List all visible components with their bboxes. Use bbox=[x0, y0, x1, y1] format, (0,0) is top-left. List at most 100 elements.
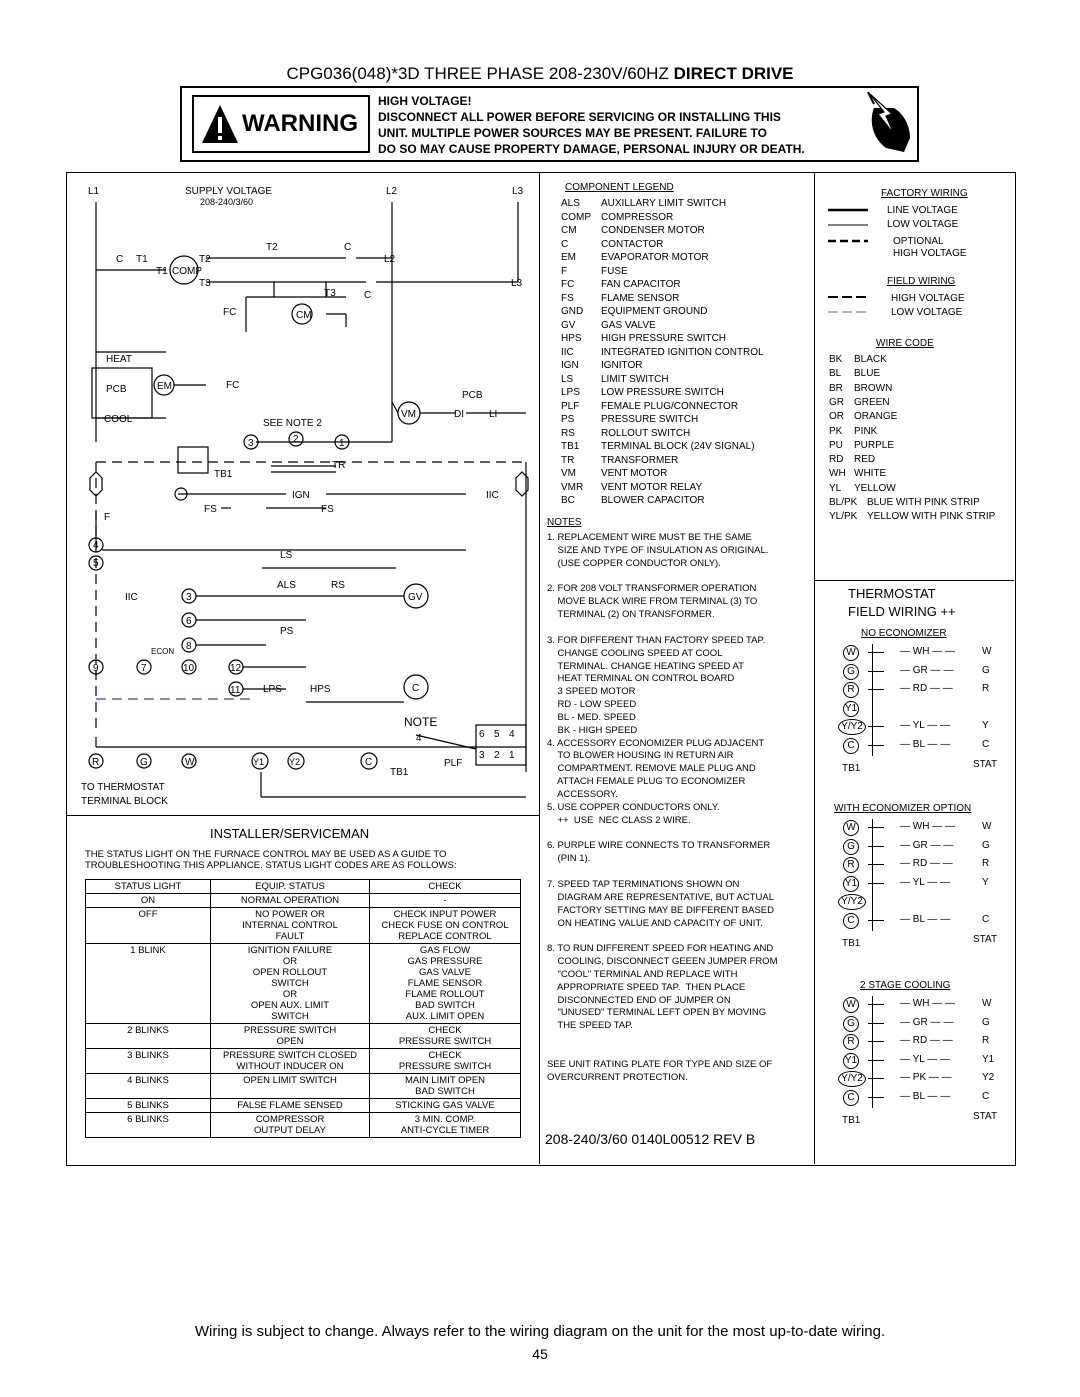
legend-code: ALS bbox=[561, 198, 580, 209]
schematic-label: TR bbox=[332, 460, 345, 471]
thermostat-terminal: Y/Y2 bbox=[838, 894, 866, 910]
terminal-block-rail bbox=[872, 996, 873, 1108]
stat-terminal: Y bbox=[982, 876, 989, 888]
note-line: THE SPEED TAP. bbox=[547, 1020, 633, 1032]
legend-code: COMP bbox=[561, 211, 591, 223]
legend-desc: CONTACTOR bbox=[601, 238, 664, 250]
schematic-label: PCB bbox=[106, 384, 127, 395]
divider bbox=[814, 580, 1014, 581]
wire-color: YELLOW WITH PINK STRIP bbox=[867, 511, 996, 523]
table-cell: CHECK PRESSURE SWITCH bbox=[369, 1048, 521, 1074]
wire-color: ORANGE bbox=[854, 411, 898, 423]
note-line: FACTORY SETTING MAY BE DIFFERENT BASED bbox=[547, 904, 774, 916]
stat-terminal: Y1 bbox=[982, 1053, 995, 1065]
thermostat-terminal: Y/Y2 bbox=[838, 719, 866, 735]
thermostat-wire: — YL — — bbox=[900, 1053, 951, 1065]
table-cell: - bbox=[369, 893, 521, 908]
legend-code: LS bbox=[561, 373, 574, 385]
wire-stub bbox=[868, 1078, 884, 1079]
thermostat-wire: — GR — — bbox=[900, 664, 954, 676]
schematic-label: T3 bbox=[199, 278, 211, 289]
schematic-label: TB1 bbox=[390, 767, 409, 778]
legend-desc: TERMINAL BLOCK (24V SIGNAL) bbox=[601, 441, 755, 452]
schematic-label: 2 bbox=[293, 434, 299, 445]
table-header: CHECK bbox=[369, 879, 521, 894]
note-line: "COOL" TERMINAL AND REPLACE WITH bbox=[547, 968, 738, 980]
thermostat-terminal: Y1 bbox=[843, 700, 859, 717]
schematic-label: GV bbox=[408, 592, 423, 603]
tb1-label: TB1 bbox=[842, 1115, 861, 1126]
table-cell: NO POWER OR INTERNAL CONTROL FAULT bbox=[210, 907, 370, 944]
table-cell: COMPRESSOR OUTPUT DELAY bbox=[210, 1112, 370, 1138]
wire-stub bbox=[868, 689, 884, 690]
legend-text: OPTIONAL bbox=[893, 236, 944, 247]
schematic-label: FC bbox=[223, 307, 236, 318]
thermostat-heading: THERMOSTAT bbox=[848, 586, 936, 601]
warning-label: WARNING bbox=[242, 110, 358, 137]
note-line: HEAT TERMINAL ON CONTROL BOARD bbox=[547, 673, 735, 685]
wire-stub bbox=[868, 1004, 884, 1005]
schematic-label: Y1 bbox=[253, 757, 264, 767]
thermostat-terminal: R bbox=[843, 682, 859, 698]
wire-code: OR bbox=[829, 411, 844, 423]
stat-terminal: Y bbox=[982, 720, 989, 731]
legend-code: TR bbox=[561, 454, 575, 466]
wire-code-heading: WIRE CODE bbox=[876, 338, 934, 349]
legend-code: PS bbox=[561, 414, 575, 425]
schematic-label: DI bbox=[454, 409, 464, 420]
note-line: 5. USE COPPER CONDUCTORS ONLY. bbox=[547, 801, 720, 813]
wire-color: BLUE bbox=[854, 368, 881, 380]
schematic-label: 4 bbox=[509, 729, 515, 740]
legend-code: VMR bbox=[561, 481, 584, 493]
stat-terminal: C bbox=[982, 913, 990, 925]
divider bbox=[539, 172, 540, 1164]
table-header: EQUIP. STATUS bbox=[210, 879, 370, 894]
note-line: ACCESSORY. bbox=[547, 789, 618, 800]
note-line: 3 SPEED MOTOR bbox=[547, 686, 636, 698]
legend-desc: ROLLOUT SWITCH bbox=[601, 427, 691, 439]
stat-terminal: G bbox=[982, 664, 990, 676]
thermostat-section-title: NO ECONOMIZER bbox=[861, 628, 947, 639]
schematic-label: PLF bbox=[444, 758, 462, 769]
schematic-label: COMP bbox=[172, 266, 202, 277]
schematic-label: 1 bbox=[339, 438, 345, 449]
table-cell: ON bbox=[85, 893, 211, 908]
legend-desc: FLAME SENSOR bbox=[601, 292, 680, 304]
warning-line: DO SO MAY CAUSE PROPERTY DAMAGE, PERSONA… bbox=[378, 142, 805, 156]
note-line: 7. SPEED TAP TERMINATIONS SHOWN ON bbox=[547, 878, 740, 890]
legend-desc: COMPRESSOR bbox=[601, 211, 674, 223]
schematic-label: HPS bbox=[310, 684, 331, 695]
warning-line: UNIT. MULTIPLE POWER SOURCES MAY BE PRES… bbox=[378, 126, 767, 140]
stat-terminal: R bbox=[982, 858, 990, 869]
thermostat-wire: — WH — — bbox=[900, 646, 955, 657]
thermostat-wire: — RD — — bbox=[900, 858, 953, 869]
wire-color: PINK bbox=[854, 425, 878, 437]
note-line: COMPARTMENT. REMOVE MALE PLUG AND bbox=[547, 763, 756, 775]
schematic-label: C bbox=[365, 757, 372, 768]
wire-stub bbox=[868, 845, 884, 847]
legend-code: EM bbox=[561, 252, 576, 263]
schematic-label: 6 bbox=[186, 616, 192, 627]
revision-label: 208-240/3/60 0140L00512 REV B bbox=[545, 1131, 756, 1147]
legend-code: LPS bbox=[561, 387, 580, 398]
schematic-label: 7 bbox=[141, 663, 147, 674]
legend-code: C bbox=[561, 238, 569, 250]
legend-text: HIGH VOLTAGE bbox=[893, 248, 967, 259]
table-header-row: STATUS LIGHT EQUIP. STATUS CHECK bbox=[85, 879, 521, 894]
legend-desc: BLOWER CAPACITOR bbox=[601, 495, 705, 506]
schematic-label: IIC bbox=[125, 592, 138, 603]
warning-box bbox=[180, 86, 919, 162]
legend-desc: EQUIPMENT GROUND bbox=[601, 306, 708, 317]
schematic-label: L2 bbox=[386, 186, 398, 197]
thermostat-wire: — WH — — bbox=[900, 821, 955, 832]
